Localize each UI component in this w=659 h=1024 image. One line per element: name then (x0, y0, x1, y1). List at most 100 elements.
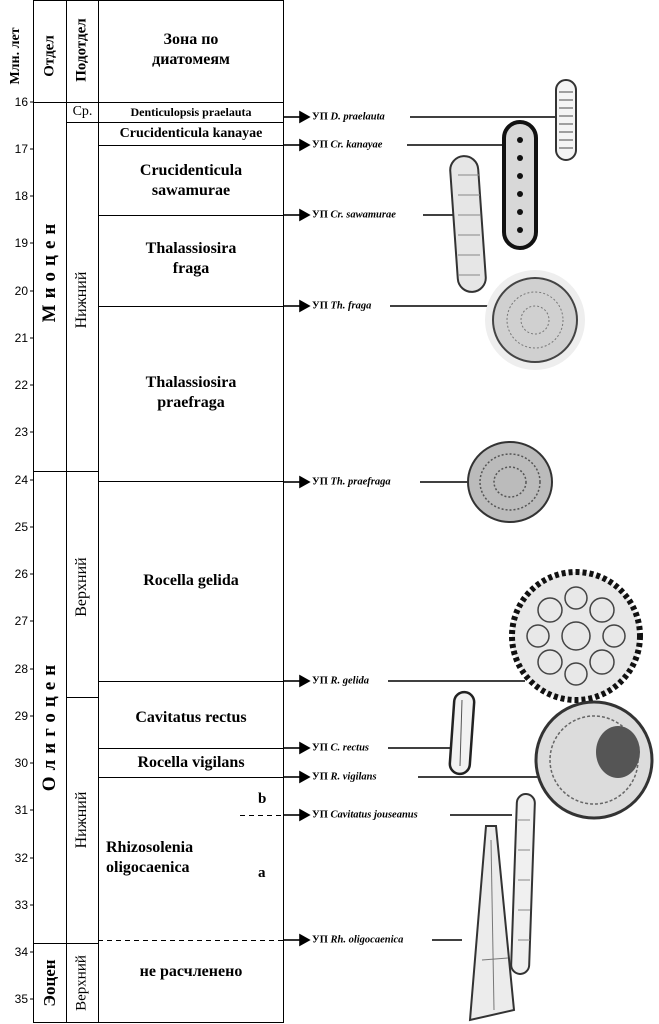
epoch-miocene: Миоцен (39, 217, 60, 323)
age-tick: 28 (14, 662, 28, 676)
datum-prefix: УП (312, 209, 328, 221)
age-axis-ticks (30, 101, 34, 1000)
age-tick: 22 (14, 378, 28, 392)
zone-header-line2: диатомеям (152, 51, 230, 68)
age-tick: 20 (14, 284, 28, 298)
age-tick: 31 (14, 803, 28, 817)
specimen-th-praefraga-image (467, 441, 553, 523)
datum-prefix: УП (312, 934, 328, 946)
age-tick: 25 (14, 520, 28, 534)
datum-prefix: УП (312, 675, 328, 687)
frame-border (33, 0, 284, 1023)
specimen-rh-oligocaenica-image (468, 825, 516, 1022)
zone-th-praefraga: Thalassiosira praefraga (99, 373, 283, 413)
datum-cr-kanayae: УП Cr. kanayae (312, 140, 382, 151)
zone-label: Thalassiosira (145, 374, 237, 391)
zone-th-fraga: Thalassiosira fraga (99, 239, 283, 279)
datum-taxon: Rh. oligocaenica (330, 934, 404, 946)
age-tick: 24 (14, 473, 28, 487)
subepoch-upper-oligocene: Верхний (73, 557, 90, 617)
datum-th-fraga: УП Th. fraga (312, 301, 371, 312)
zone-label: Crucidenticula kanayae (119, 126, 263, 141)
zone-r-gelida: Rocella gelida (99, 571, 283, 591)
age-tick: 21 (14, 331, 28, 345)
datum-c-rectus: УП C. rectus (312, 743, 369, 754)
datum-leader-lines (388, 116, 556, 941)
age-tick: 33 (14, 898, 28, 912)
age-tick: 27 (14, 614, 28, 628)
subepoch-column-header: Подотдел (73, 18, 90, 82)
datum-r-vigilans: УП R. vigilans (312, 772, 377, 783)
datum-taxon: C. rectus (330, 742, 370, 754)
age-tick: 17 (14, 142, 28, 156)
zone-header-line1: Зона по (163, 31, 219, 48)
subepoch-upper-eocene: Верхний (73, 955, 90, 1011)
zone-undivided: не расчленено (99, 962, 283, 982)
zone-label: Crucidenticula (139, 162, 243, 179)
age-tick: 34 (14, 945, 28, 959)
datum-rh-oligocaenica: УП Rh. oligocaenica (312, 935, 403, 946)
epoch-oligocene: Олигоцен (39, 658, 60, 792)
zone-label: Rocella gelida (143, 572, 239, 589)
specimen-r-gelida-image (509, 569, 643, 703)
datum-d-praelauta: УП D. praelauta (312, 112, 385, 123)
age-tick: 16 (14, 95, 28, 109)
epoch-eocene: Эоцен (40, 959, 59, 1007)
zone-c-rectus: Cavitatus rectus (99, 708, 283, 728)
datum-cr-sawamurae: УП Cr. sawamurae (312, 210, 396, 221)
age-tick: 19 (14, 236, 28, 250)
specimen-c-rectus-image (448, 690, 476, 776)
datum-prefix: УП (312, 300, 328, 312)
zone-r-vigilans: Rocella vigilans (99, 753, 283, 773)
age-tick: 23 (14, 425, 28, 439)
datum-cavitatus-jouseanus: УП Cavitatus jouseanus (312, 810, 418, 821)
age-tick: 32 (14, 851, 28, 865)
age-column-header: Млн. лет (8, 27, 23, 85)
zone-rh-oligocaenica: Rhizosolenia oligocaenica (106, 838, 226, 878)
datum-taxon: Th. praefraga (330, 476, 391, 488)
age-tick: 18 (14, 189, 28, 203)
specimen-cavitatus-jouseanus-image (510, 793, 536, 975)
age-tick: 30 (14, 756, 28, 770)
subzone-a: a (258, 865, 266, 881)
datum-th-praefraga: УП Th. praefraga (312, 477, 391, 488)
zone-label: sawamurae (151, 182, 231, 199)
zone-d-praelauta: Denticulopsis praelauta (99, 102, 283, 122)
zone-label: Rhizosolenia (106, 839, 194, 856)
subepoch-middle: Ср. (72, 104, 93, 119)
epoch-column-header: Отдел (41, 35, 58, 77)
zone-column-header: Зона по диатомеям (99, 30, 283, 70)
zone-label: praefraga (157, 394, 225, 411)
age-tick: 26 (14, 567, 28, 581)
datum-prefix: УП (312, 139, 328, 151)
datum-taxon: Cr. sawamurae (330, 209, 396, 221)
datum-prefix: УП (312, 476, 328, 488)
datum-prefix: УП (312, 742, 328, 754)
subepoch-lower-miocene: Нижний (73, 271, 90, 329)
zone-label: Rocella vigilans (137, 754, 245, 771)
zone-cr-kanayae: Crucidenticula kanayae (99, 124, 283, 144)
zone-label: fraga (172, 260, 210, 277)
datum-taxon: Th. fraga (330, 300, 372, 312)
age-tick: 35 (14, 992, 28, 1006)
zone-label: Cavitatus rectus (135, 709, 247, 726)
datum-prefix: УП (312, 809, 328, 821)
datum-prefix: УП (312, 111, 328, 123)
zone-cr-sawamurae: Crucidenticula sawamurae (99, 161, 283, 201)
specimen-r-vigilans-image (534, 700, 654, 820)
zone-label: не расчленено (139, 963, 243, 980)
subepoch-lower-oligocene: Нижний (73, 791, 90, 849)
datum-taxon: D. praelauta (330, 111, 385, 123)
specimen-cr-kanayae-image (502, 120, 538, 250)
zone-label: Denticulopsis praelauta (130, 105, 252, 119)
specimen-th-fraga-image (485, 270, 585, 370)
datum-taxon: R. gelida (330, 675, 370, 687)
zone-label: Thalassiosira (145, 240, 237, 257)
datum-r-gelida: УП R. gelida (312, 676, 369, 687)
datum-arrows (284, 110, 311, 947)
zone-label: oligocaenica (106, 859, 190, 876)
specimen-cr-sawamurae-image (449, 155, 487, 293)
datum-taxon: Cr. kanayae (330, 139, 383, 151)
